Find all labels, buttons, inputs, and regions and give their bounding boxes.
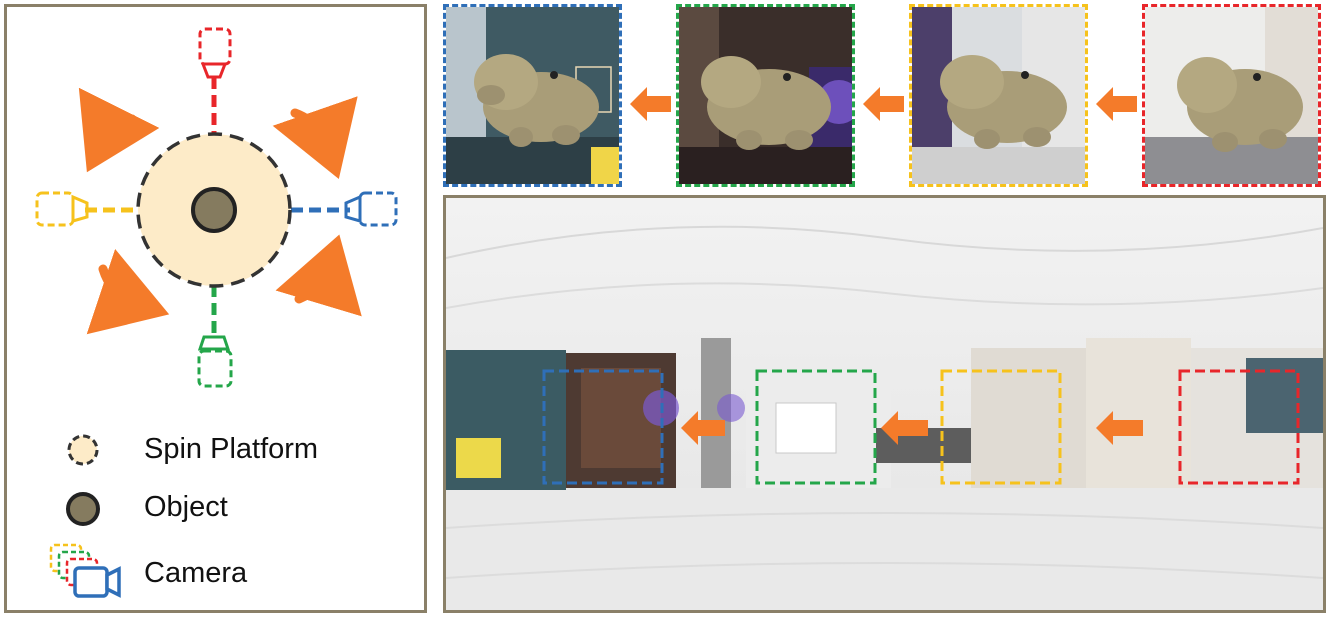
panorama-box-blue	[542, 369, 664, 485]
arrow-left-icon	[881, 411, 928, 445]
legend-camera-icon	[49, 543, 121, 598]
view-thumbnail-yellow	[909, 4, 1088, 187]
view-thumbnail-blue	[443, 4, 622, 187]
blue-camera-icon	[344, 191, 398, 227]
object-marker	[191, 187, 237, 233]
legend-platform-icon	[67, 434, 99, 466]
view-thumbnail-green	[676, 4, 855, 187]
rotation-arrow-bottom-right-icon	[275, 234, 362, 317]
panorama-image	[446, 198, 1323, 610]
view-thumbnail-red	[1142, 4, 1321, 187]
panorama-box-red	[1178, 369, 1300, 485]
rotation-arrow-top-left-icon	[78, 87, 160, 173]
arrow-left-icon	[1096, 87, 1137, 121]
thumbnail-arrows	[630, 87, 1137, 121]
panorama-panel	[443, 195, 1326, 613]
rotation-arrows	[78, 87, 362, 335]
blue-view-image	[446, 7, 619, 184]
panorama-box-green	[755, 369, 877, 485]
arrow-left-icon	[863, 87, 904, 121]
legend-camera-label: Camera	[144, 557, 248, 589]
rotation-arrow-top-right-icon	[272, 96, 358, 179]
legend-object-icon	[66, 492, 100, 526]
arrow-left-icon	[630, 87, 671, 121]
setup-diagram-panel: Spin Platform Object Camera	[4, 4, 427, 613]
yellow-camera-icon	[35, 191, 89, 227]
panorama-box-yellow	[940, 369, 1062, 485]
arrow-left-icon	[1096, 411, 1143, 445]
green-camera-icon	[197, 335, 233, 388]
red-camera-icon	[198, 27, 232, 79]
arrow-left-icon	[681, 411, 725, 445]
red-view-image	[1145, 7, 1318, 184]
rotation-arrow-bottom-left-icon	[86, 248, 170, 335]
green-view-image	[679, 7, 852, 184]
yellow-view-image	[912, 7, 1085, 184]
legend-object-label: Object	[144, 491, 228, 523]
legend-spin-platform-label: Spin Platform	[144, 433, 319, 465]
spin-platform-diagram	[35, 27, 398, 598]
